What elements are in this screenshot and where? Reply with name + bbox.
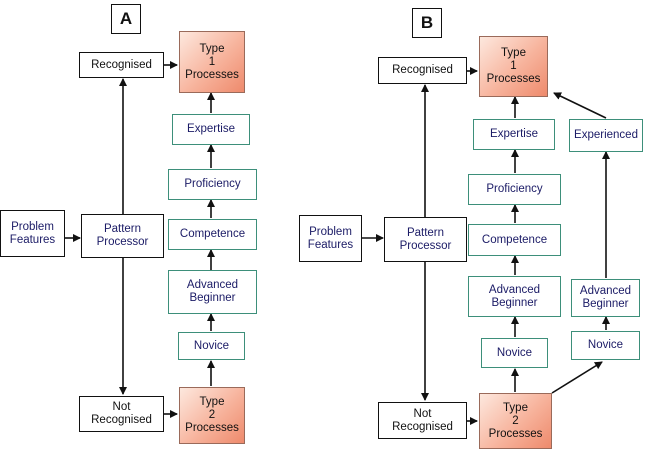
panel-b-stage-competence: Competence <box>468 224 561 256</box>
panel-a-stage-advanced-beginner: Advanced Beginner <box>168 270 257 314</box>
arrow-b-type2-to-alt-novice <box>551 361 603 394</box>
panel-b-not-recognised: Not Recognised <box>378 402 467 439</box>
panel-a-pattern-processor: Pattern Processor <box>81 214 164 258</box>
panel-a-stage-expertise: Expertise <box>172 114 250 145</box>
panel-b-stage-proficiency: Proficiency <box>468 174 561 205</box>
panel-b-recognised: Recognised <box>378 57 467 84</box>
panel-b-problem-features: Problem Features <box>299 215 362 262</box>
panel-b-pattern-processor: Pattern Processor <box>384 217 467 262</box>
panel-a-not-recognised: Not Recognised <box>79 396 164 432</box>
panel-b-type2-processes: Type 2 Processes <box>479 393 552 449</box>
panel-b-alt-stage-advanced-beginner: Advanced Beginner <box>571 279 640 317</box>
panel-a-type1-processes: Type 1 Processes <box>179 31 245 93</box>
arrow-b-experienced-to-type1 <box>553 92 607 119</box>
panel-b-type1-processes: Type 1 Processes <box>479 36 548 97</box>
panel-b-label: B <box>412 8 442 38</box>
panel-a-recognised: Recognised <box>79 52 164 78</box>
panel-a-type2-processes: Type 2 Processes <box>179 387 245 444</box>
panel-b-stage-advanced-beginner: Advanced Beginner <box>468 276 561 317</box>
panel-b-alt-stage-novice: Novice <box>571 331 640 360</box>
panel-a-stage-novice: Novice <box>178 332 245 360</box>
panel-b-alt-stage-experienced: Experienced <box>569 119 643 152</box>
panel-b-stage-novice: Novice <box>481 338 548 368</box>
panel-b-stage-expertise: Expertise <box>473 119 555 150</box>
panel-a-stage-competence: Competence <box>168 219 257 250</box>
panel-a-problem-features: Problem Features <box>0 210 65 257</box>
panel-a-stage-proficiency: Proficiency <box>168 169 257 200</box>
panel-a-label: A <box>111 4 141 34</box>
